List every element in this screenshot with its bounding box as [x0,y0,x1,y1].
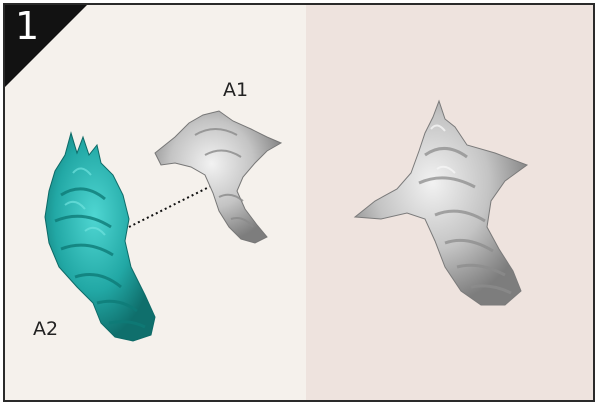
assembled-piece-icon [355,101,527,305]
step-number: 1 [15,7,39,45]
label-a2: A2 [33,318,58,340]
silver-piece-icon [155,111,281,243]
label-a1: A1 [223,79,248,101]
illustration [5,5,595,402]
instruction-frame: 1 A1 A2 [3,3,595,402]
connector-line [129,185,213,227]
teal-piece-icon [45,133,155,341]
